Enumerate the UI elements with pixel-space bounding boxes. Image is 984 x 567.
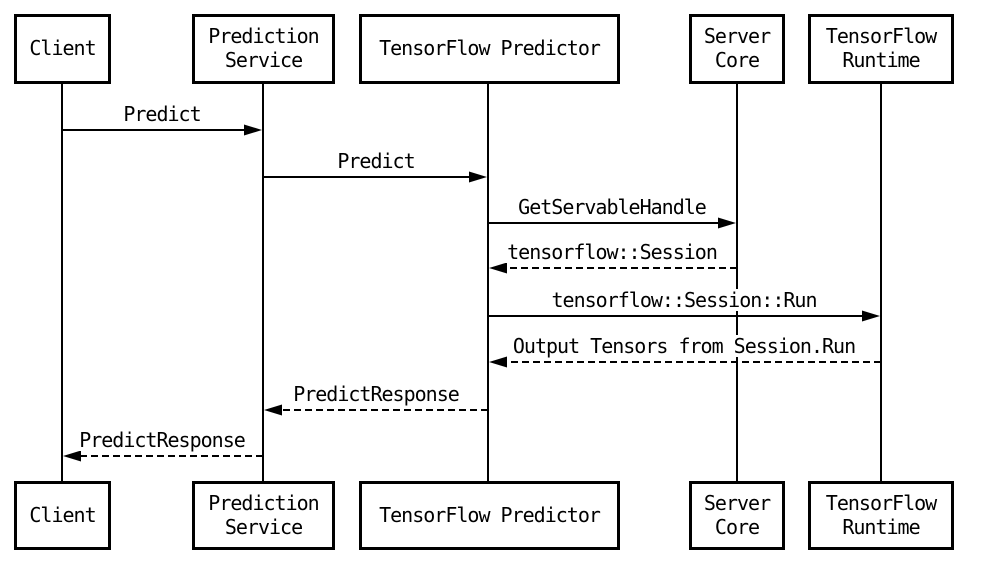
actor-box-client-top: Client <box>14 14 111 84</box>
message-label-predict-response-1: PredictResponse <box>290 383 462 405</box>
actor-box-tf-runtime-bottom: TensorFlow Runtime <box>808 481 954 550</box>
actor-label-server-core-bottom: Server Core <box>703 490 771 539</box>
actor-box-server-core-top: Server Core <box>689 14 785 84</box>
actor-label-prediction-service-top: Prediction Service <box>208 24 319 72</box>
message-arrowhead-5 <box>489 356 507 368</box>
message-label-predict-2: Predict <box>334 150 418 172</box>
actor-label-tf-predictor-top: TensorFlow Predictor <box>379 36 601 61</box>
actor-box-prediction-service-top: Prediction Service <box>192 14 335 84</box>
actor-label-prediction-service-bottom: Prediction Service <box>208 490 319 539</box>
message-label-get-servable-handle: GetServableHandle <box>515 196 709 218</box>
actor-label-client-top: Client <box>29 36 96 61</box>
actor-box-tf-predictor-top: TensorFlow Predictor <box>359 14 620 84</box>
message-arrowhead-3 <box>489 262 507 274</box>
message-label-predict-response-2: PredictResponse <box>76 429 248 451</box>
message-arrowhead-1 <box>469 171 487 183</box>
actor-label-client-bottom: Client <box>29 502 96 527</box>
message-arrowhead-7 <box>63 450 81 462</box>
message-arrowhead-6 <box>264 404 282 416</box>
actor-box-client-bottom: Client <box>14 481 111 550</box>
message-label-output-tensors: Output Tensors from Session.Run <box>509 335 859 357</box>
actor-label-tf-runtime-top: TensorFlow Runtime <box>825 24 937 72</box>
message-label-session-run: tensorflow::Session::Run <box>548 289 820 311</box>
message-label-tensorflow-session: tensorflow::Session <box>504 241 720 263</box>
actor-label-server-core-top: Server Core <box>703 24 771 72</box>
actor-box-tf-predictor-bottom: TensorFlow Predictor <box>359 481 620 550</box>
actor-box-tf-runtime-top: TensorFlow Runtime <box>808 14 954 84</box>
message-arrowhead-2 <box>718 217 736 229</box>
message-arrowhead-0 <box>244 124 262 136</box>
message-label-predict-1: Predict <box>120 103 204 125</box>
actor-box-prediction-service-bottom: Prediction Service <box>192 481 335 550</box>
actor-label-tf-runtime-bottom: TensorFlow Runtime <box>825 490 937 539</box>
message-arrowhead-4 <box>862 310 880 322</box>
actor-label-tf-predictor-bottom: TensorFlow Predictor <box>379 502 601 527</box>
actor-box-server-core-bottom: Server Core <box>689 481 785 550</box>
